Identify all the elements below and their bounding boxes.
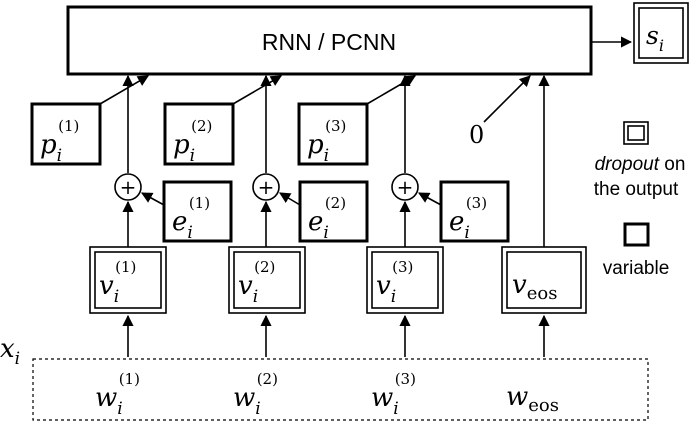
p-label-3: pi(3) bbox=[307, 117, 346, 166]
legend-variable-icon bbox=[623, 222, 650, 247]
legend-dropout-icon-inner bbox=[627, 125, 645, 141]
legend-variable-label: variable bbox=[603, 258, 670, 279]
v-label-eos: veos bbox=[512, 270, 557, 304]
p-box-3 bbox=[297, 102, 369, 166]
rnn-pcnn-box bbox=[66, 5, 593, 76]
e-box-2 bbox=[298, 180, 369, 243]
w-label-1: wi(1) bbox=[95, 370, 140, 419]
e1-arrow bbox=[141, 192, 165, 206]
v-label-1: vi(1) bbox=[99, 258, 136, 307]
output-label: si bbox=[646, 21, 664, 55]
rnn-pcnn-label: RNN / PCNN bbox=[262, 29, 396, 55]
p2-arrow bbox=[232, 75, 282, 105]
p1-arrow bbox=[99, 75, 149, 105]
plus-symbol-3: + bbox=[397, 175, 414, 199]
plus-symbol-1: + bbox=[120, 175, 137, 199]
p-label-1: pi(1) bbox=[40, 117, 79, 166]
legend-dropout-line2: the output bbox=[594, 179, 679, 200]
v-box-1-inner bbox=[94, 251, 162, 309]
v-box-eos-inner bbox=[506, 251, 582, 309]
v-label-2: vi(2) bbox=[238, 258, 275, 307]
input-label: xi bbox=[0, 334, 20, 369]
e-label-2: ei(2) bbox=[308, 194, 346, 243]
e-box-1 bbox=[162, 180, 233, 243]
legend-dropout-line1: dropout on bbox=[595, 154, 686, 175]
output-box-inner bbox=[638, 7, 684, 59]
e-label-3: ei(3) bbox=[449, 194, 487, 243]
plus-symbol-2: + bbox=[258, 175, 275, 199]
zero-arrow bbox=[483, 75, 531, 123]
plus-circle-1 bbox=[114, 173, 142, 201]
plus-circle-3 bbox=[391, 173, 419, 201]
p3-arrow bbox=[366, 75, 416, 105]
w-label-2: wi(2) bbox=[233, 370, 278, 419]
p-label-2: pi(2) bbox=[173, 117, 212, 166]
w-label-eos: weos bbox=[506, 382, 559, 416]
w-label-3: wi(3) bbox=[371, 370, 416, 419]
v-label-3: vi(3) bbox=[376, 258, 413, 307]
e-label-1: ei(1) bbox=[172, 194, 210, 243]
e-box-3 bbox=[439, 180, 510, 243]
p-box-2 bbox=[163, 102, 235, 166]
zero-label: 0 bbox=[469, 121, 484, 149]
plus-circle-2 bbox=[252, 173, 280, 201]
e2-arrow bbox=[279, 192, 301, 206]
e3-arrow bbox=[418, 192, 442, 206]
p-box-1 bbox=[30, 102, 102, 166]
v-box-2-inner bbox=[233, 251, 301, 309]
v-box-3-inner bbox=[371, 251, 439, 309]
input-sentence-box bbox=[32, 358, 649, 421]
